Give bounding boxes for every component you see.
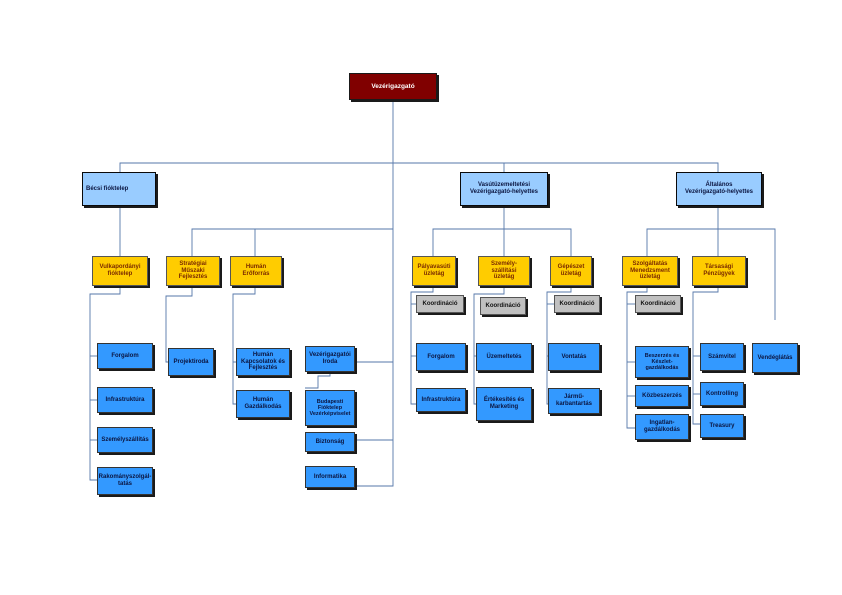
hr-box: Humán Erőforrás [230, 256, 282, 286]
ceo-box: Vezérigazgató [349, 73, 437, 100]
vulkan-branch-box: Vulkapordányi fióktelep [92, 256, 148, 286]
budapest-rep-box: Budapesti Fióktelep Vezérképviselet [305, 390, 355, 426]
corporate-finance-box: Társasági Pénzügyek [692, 256, 746, 286]
hr-management-box: Humán Gazdálkodás [236, 390, 290, 418]
it-box: Informatika [305, 466, 355, 488]
freight-division-box: Személy- szállítási üzletág [478, 256, 530, 286]
budapest-branch-box: Bécsi fióktelep [82, 172, 156, 206]
infrastructure-box: Infrastruktúra [97, 387, 153, 413]
ceo-office-box: Vezérigazgatói Iroda [305, 346, 355, 372]
traction-box: Vontatás [548, 343, 600, 371]
accounting-box: Számvitel [700, 343, 744, 371]
track-traffic-box: Forgalom [416, 343, 466, 371]
general-deputy-box: Általános Vezérigazgató-helyettes [676, 172, 762, 206]
freight-service-box: Rakományszolgál- tatás [97, 467, 153, 495]
treasury-box: Treasury [700, 414, 744, 438]
passenger-service-box: Személyszállítás [97, 427, 153, 453]
property-management-box: Ingatlan- gazdálkodás [635, 414, 689, 440]
technical-dev-box: Stratégiai Műszaki Fejlesztés [166, 256, 220, 286]
track-infrastructure-box: Infrastruktúra [416, 388, 466, 412]
hr-relations-box: Humán Kapcsolatok és Fejlesztés [236, 348, 290, 376]
railway-deputy-box: Vasútüzemeltetési Vezérigazgató-helyette… [460, 172, 548, 206]
services-coordination-box: Koordináció [635, 295, 681, 313]
sales-marketing-box: Értékesítés és Marketing [476, 387, 532, 421]
security-box: Biztonság [305, 432, 355, 452]
project-office-box: Projektiroda [168, 348, 214, 376]
controlling-box: Kontrolling [700, 382, 744, 406]
freight-coordination-box: Koordináció [480, 297, 526, 315]
sales-box: Vendéglátás [752, 343, 798, 373]
mechanical-coordination-box: Koordináció [554, 295, 600, 313]
mechanical-division-box: Gépészet üzletág [550, 256, 592, 286]
vehicle-maintenance-box: Jármű- karbantartás [548, 388, 600, 414]
track-division-box: Pályavasúti üzletág [412, 256, 456, 286]
track-coordination-box: Koordináció [416, 295, 464, 313]
procurement-inventory-box: Beszerzés és Készlet- gazdálkodás [635, 346, 689, 378]
public-procurement-box: Közbeszerzés [635, 385, 689, 407]
services-division-box: Szolgáltatás Menedzsment üzletág [622, 256, 678, 286]
traffic-box: Forgalom [97, 343, 153, 369]
operations-box: Üzemeltetés [476, 343, 532, 371]
